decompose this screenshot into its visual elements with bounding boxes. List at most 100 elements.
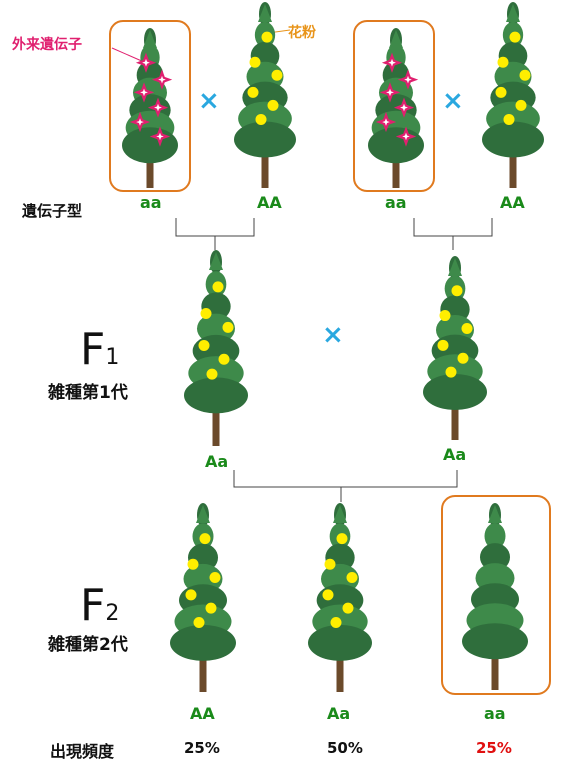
cross-symbol-1: × (198, 86, 220, 116)
bracket-parents-right (413, 218, 493, 250)
foreign-gene-star (133, 82, 155, 103)
foliage-tip (488, 505, 502, 523)
foliage-tip (333, 505, 347, 523)
pollen-dot (445, 366, 457, 378)
pollen-dot (185, 589, 197, 601)
pollen-dot (515, 99, 527, 111)
foliage (480, 543, 510, 572)
foliage (197, 313, 235, 344)
pollen-dot (247, 86, 259, 98)
highlight-frame-parent-1 (109, 20, 191, 192)
foliage-tip (448, 258, 462, 276)
f2-heterozygous-genotype: Aa (327, 704, 351, 723)
pollen-dot (187, 558, 199, 570)
pollen-dot (261, 31, 273, 43)
pollen-dot (503, 113, 515, 125)
foreign-gene-star (375, 111, 397, 133)
foreign-gene-star (149, 126, 171, 147)
f2-recessive-tree (462, 503, 528, 690)
foreign-gene-star (381, 52, 403, 73)
foreign-gene-star (393, 97, 415, 118)
f2-dominant-frequency: 25% (184, 739, 220, 757)
parent-2-genotype: AA (257, 193, 282, 212)
parent-4-tree (482, 2, 544, 188)
f2-letter: F (80, 580, 106, 631)
foreign-gene-star (397, 69, 419, 90)
foliage (484, 523, 506, 550)
pollen-dot (255, 113, 267, 125)
pollen-dot (342, 602, 354, 614)
pollen-dot (193, 616, 205, 628)
parent-1-genotype: aa (140, 193, 162, 212)
pollen-dot (322, 589, 334, 601)
pollen-dot (495, 86, 507, 98)
highlight-frame-f2-aa (441, 495, 551, 695)
parent-1-tree (122, 28, 178, 188)
pollen-dot (461, 322, 473, 334)
foliage (423, 373, 487, 410)
f1-right-tree (423, 256, 487, 440)
pollen-dot (249, 56, 261, 68)
foliage (308, 624, 372, 661)
genotype-row-label: 遺伝子型 (22, 202, 83, 220)
pollen-dot (199, 533, 211, 545)
parent-3-genotype: aa (385, 193, 407, 212)
pollen-dot (346, 571, 358, 583)
highlight-frame-parent-3 (353, 20, 435, 192)
foliage-tip (258, 4, 272, 22)
bracket-parents-left (175, 218, 255, 250)
cross-symbol-f1: × (322, 320, 344, 350)
foliage-tip (506, 4, 520, 22)
foreign-gene-star (135, 52, 157, 73)
pollen-dot (271, 69, 283, 81)
f1-subscript: 1 (105, 345, 120, 370)
pollen-dot (509, 31, 521, 43)
foreign-gene-star (395, 126, 417, 147)
f2-dominant-tree (170, 503, 236, 692)
foliage (170, 624, 236, 661)
foliage (184, 377, 248, 414)
f2-subscript: 2 (105, 601, 120, 626)
pollen-dot (451, 285, 463, 297)
f1-letter: F (80, 324, 106, 375)
pollen-dot (218, 353, 230, 365)
pollen-dot (336, 533, 348, 545)
f2-generation-name: 雑種第2代 (48, 635, 128, 655)
foliage-tip (209, 252, 223, 270)
pollen-dot (206, 368, 218, 380)
foreign-gene-label: 外来遺伝子 (12, 37, 82, 53)
f2-aa-dominant-genotype: AA (190, 704, 215, 723)
foreign-gene-leader (111, 47, 145, 63)
f2-aa-recessive-genotype: aa (484, 704, 506, 723)
frequency-row-label: 出現頻度 (50, 742, 115, 761)
pollen-dot (519, 69, 531, 81)
f1-generation-symbol: F1 (80, 324, 119, 375)
foliage-tip (143, 30, 157, 48)
pollen-dot (267, 99, 279, 111)
pollen-dot (457, 352, 469, 364)
foliage-tip (389, 30, 403, 48)
pollen-dot (330, 616, 342, 628)
pollen-dot (212, 281, 224, 293)
f1-generation-name: 雑種第1代 (48, 383, 128, 403)
f2-recessive-frequency: 25% (476, 739, 512, 757)
pollen-dot (324, 558, 336, 570)
f2-heterozygous-frequency: 50% (327, 739, 363, 757)
pollen-dot (437, 339, 449, 351)
pollen-dot (439, 310, 451, 322)
f2-generation-symbol: F2 (80, 580, 119, 631)
bracket-f1 (233, 470, 458, 502)
f2-heterozygous-tree (308, 503, 372, 692)
foliage-tip (196, 505, 210, 523)
cross-symbol-2: × (442, 86, 464, 116)
foliage (462, 623, 528, 660)
pollen-dot (209, 571, 221, 583)
foreign-gene-star (147, 97, 169, 118)
f1-left-tree (184, 250, 248, 446)
pollen-dot (222, 321, 234, 333)
foliage (482, 121, 544, 158)
pollen-dot (198, 339, 210, 351)
pollen-dot (200, 308, 212, 320)
